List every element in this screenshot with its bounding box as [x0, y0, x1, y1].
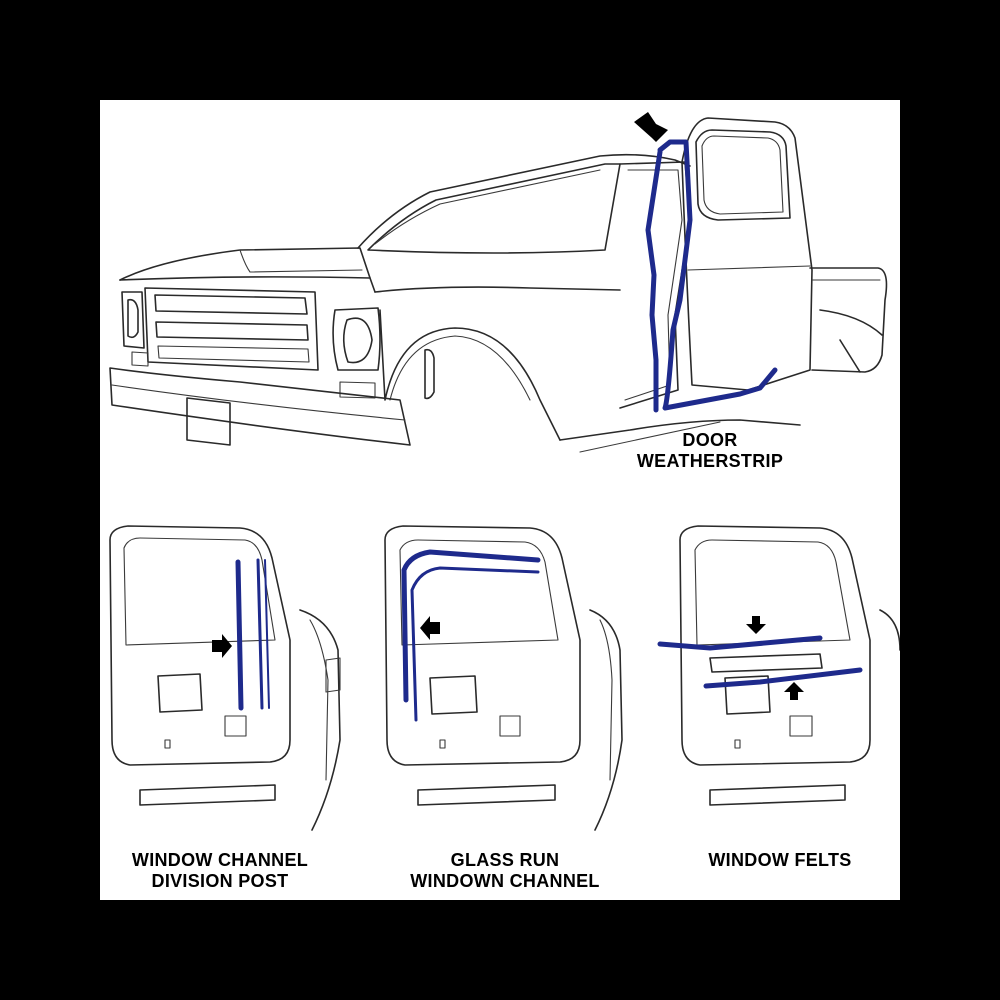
door-panel-2 [384, 525, 623, 831]
arrow-window-felt-top [746, 616, 766, 634]
division-post-line [235, 559, 244, 711]
door-panel-3 [679, 525, 900, 806]
diagram-panel: DOOR WEATHERSTRIP WINDOW CHANNEL DIVISIO… [100, 100, 900, 900]
arrow-window-felt-bottom [784, 682, 804, 700]
label-window-felts: WINDOW FELTS [708, 850, 852, 870]
door-panel-1 [109, 525, 341, 831]
glass-run-channel-line [401, 549, 541, 703]
window-felt-outer-line [657, 635, 823, 651]
truck-illustration [109, 117, 888, 453]
label-glass-run-window-channel: GLASS RUN WINDOWN CHANNEL [410, 850, 600, 891]
label-door-weatherstrip: DOOR WEATHERSTRIP [636, 430, 784, 471]
truck-weatherstrip-diagram [109, 112, 900, 831]
arrow-division-post [212, 634, 232, 658]
arrow-door-weatherstrip [634, 112, 668, 142]
label-window-channel-division-post: WINDOW CHANNEL DIVISION POST [131, 850, 309, 891]
division-post-line-2 [256, 558, 264, 710]
arrow-glass-run [420, 616, 440, 640]
window-felt-inner-line [703, 667, 863, 689]
door-weatherstrip-line-inner [645, 149, 663, 413]
door-weatherstrip-line [657, 139, 778, 411]
